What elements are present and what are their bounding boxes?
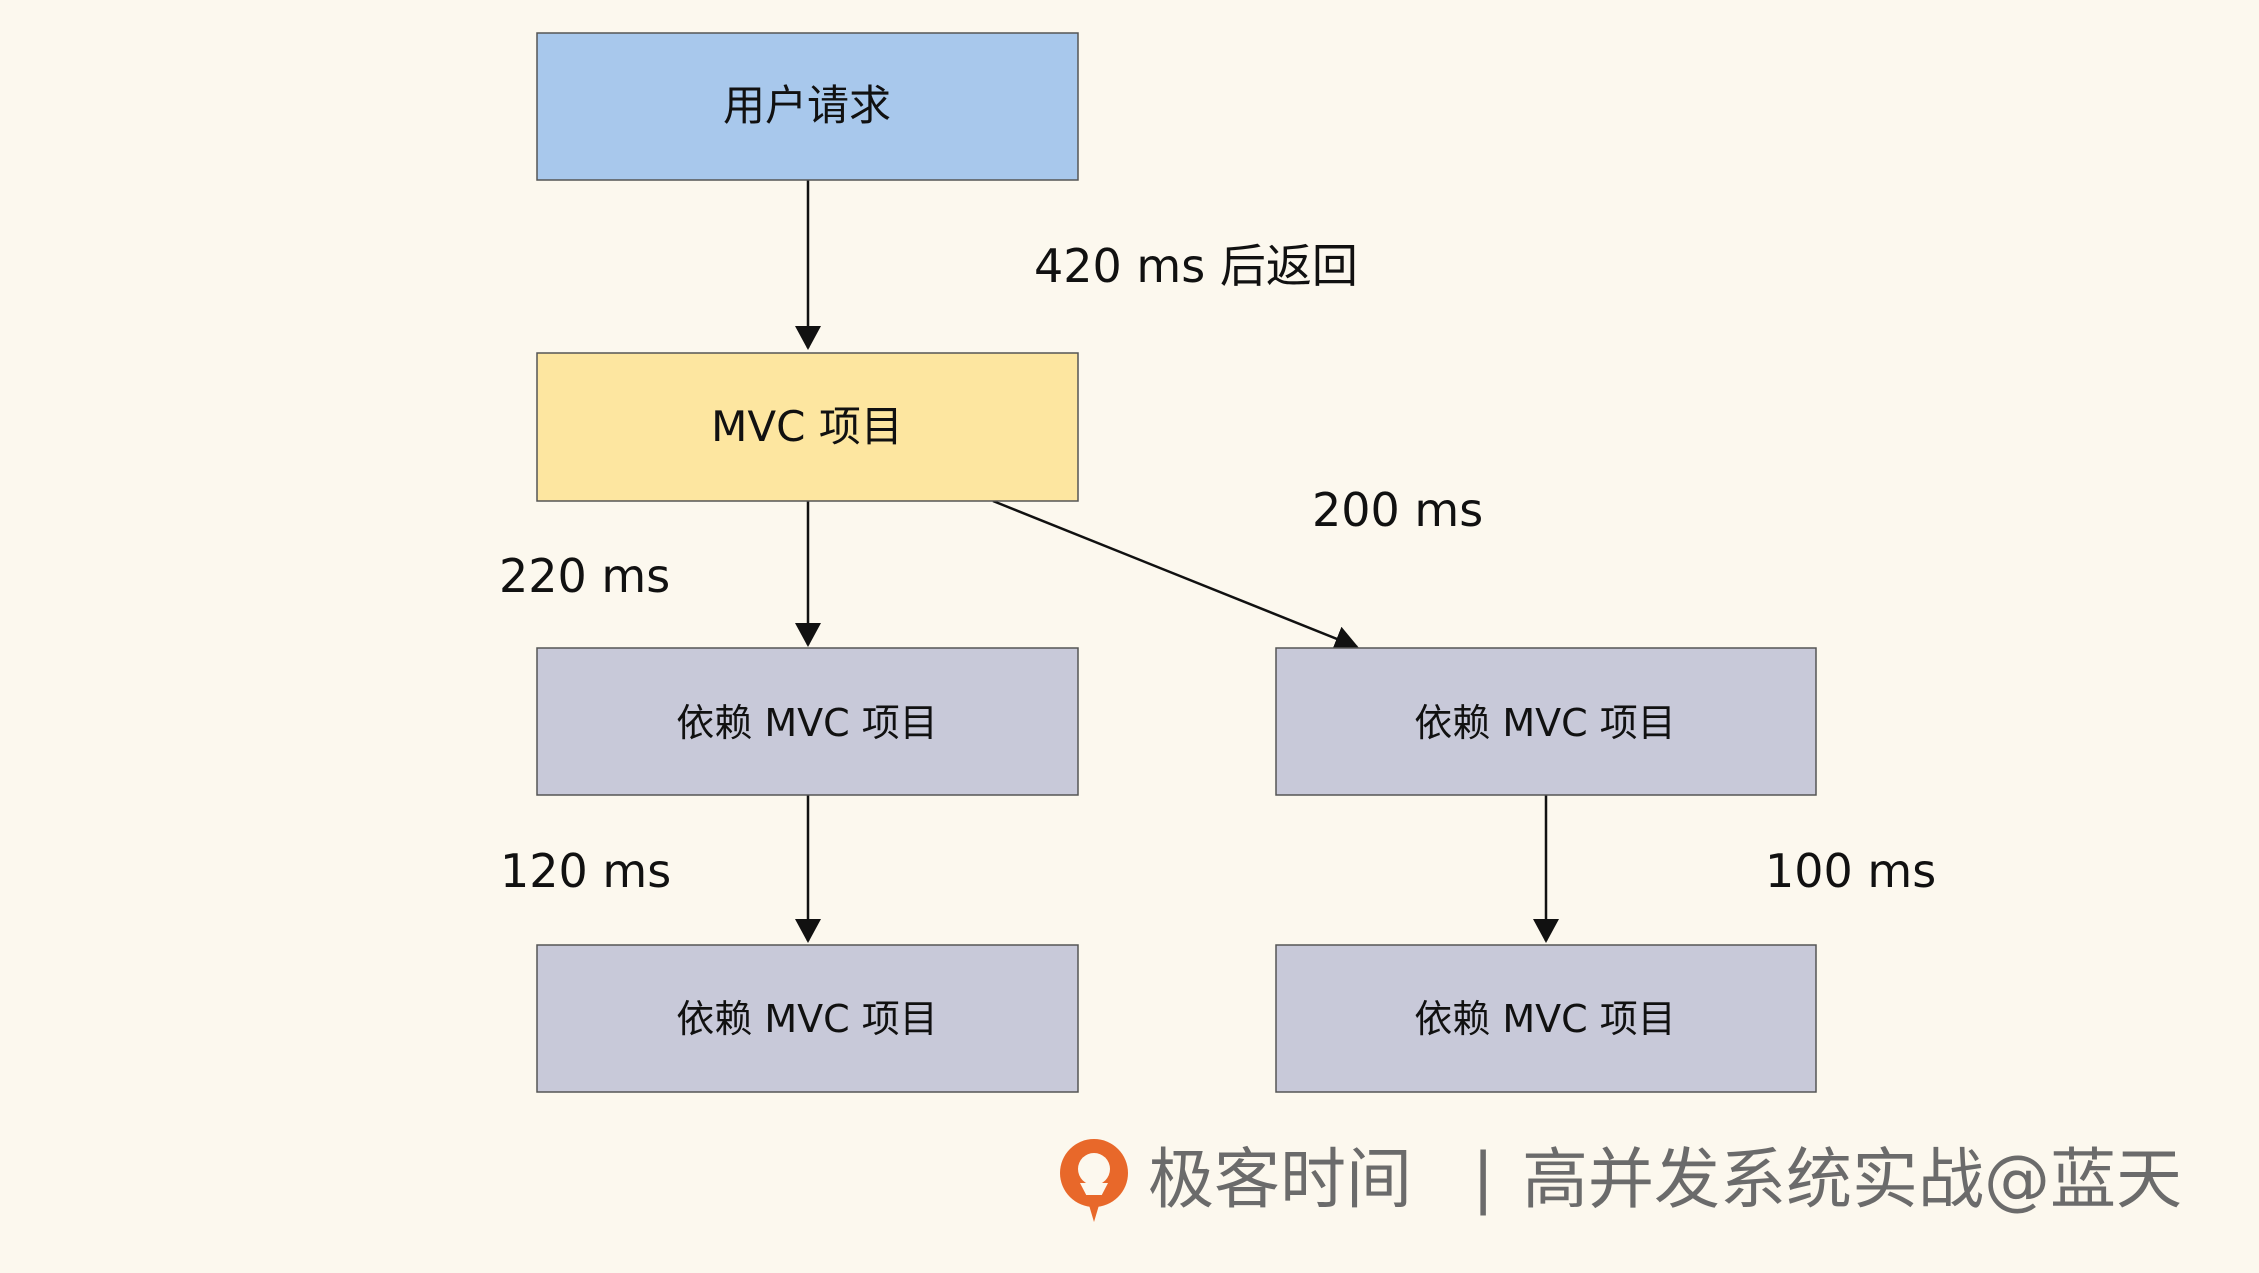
- edge-label-mvc-to-dep-left-1: 220 ms: [499, 549, 670, 603]
- node-label-user-request: 用户请求: [723, 81, 891, 130]
- edge-label-dep-right-1-to-dep-right-2: 100 ms: [1765, 844, 1936, 898]
- node-label-dep-left-1: 依赖 MVC 项目: [676, 701, 937, 745]
- geektime-logo-icon: [1060, 1139, 1128, 1222]
- edge-label-mvc-to-dep-right-1: 200 ms: [1312, 483, 1483, 537]
- node-label-mvc-project: MVC 项目: [711, 402, 903, 451]
- edges-layer: [795, 180, 1559, 943]
- node-label-dep-right-2: 依赖 MVC 项目: [1414, 997, 1675, 1041]
- node-label-dep-right-1: 依赖 MVC 项目: [1414, 701, 1675, 745]
- watermark-separator: |: [1472, 1139, 1494, 1216]
- edge-mvc-to-dep-right-1: [992, 499, 1359, 651]
- node-dep-left-2: 依赖 MVC 项目: [536, 944, 1079, 1093]
- edge-label-user-to-mvc: 420 ms 后返回: [1034, 239, 1358, 293]
- node-user-request: 用户请求: [536, 32, 1079, 181]
- nodes-layer: 用户请求 MVC 项目 依赖 MVC 项目 依赖 MVC 项目 依赖 MVC 项…: [536, 32, 1817, 1093]
- edge-label-dep-left-1-to-dep-left-2: 120 ms: [500, 844, 671, 898]
- node-label-dep-left-2: 依赖 MVC 项目: [676, 997, 937, 1041]
- watermark-course: 高并发系统实战@蓝天: [1522, 1141, 2182, 1218]
- watermark: 极客时间 | 高并发系统实战@蓝天: [1060, 1139, 2182, 1222]
- watermark-brand: 极客时间: [1148, 1141, 1412, 1218]
- node-mvc-project: MVC 项目: [536, 352, 1079, 502]
- node-dep-right-1: 依赖 MVC 项目: [1275, 647, 1817, 796]
- edge-labels-layer: 420 ms 后返回 220 ms 200 ms 120 ms 100 ms: [499, 239, 1936, 898]
- node-dep-left-1: 依赖 MVC 项目: [536, 647, 1079, 796]
- node-dep-right-2: 依赖 MVC 项目: [1275, 944, 1817, 1093]
